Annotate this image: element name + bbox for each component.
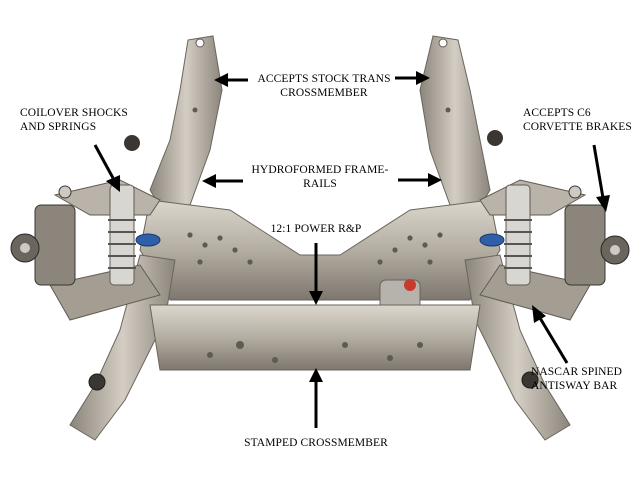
arrow-coilover <box>93 144 120 192</box>
frame-rail-left <box>149 35 223 216</box>
label-power-rp-line1: 12:1 POWER R&P <box>270 223 362 235</box>
label-trans-crossmember-line1: ACCEPTS STOCK TRANS <box>257 73 391 85</box>
label-trans-crossmember: ACCEPTS STOCK TRANS CROSSMEMBER <box>254 72 394 100</box>
label-frame-rails-line2: RAILS <box>303 178 337 190</box>
arrow-brakes <box>592 144 610 212</box>
arrow-frame-right <box>398 173 442 187</box>
suspension-left <box>10 135 161 321</box>
frame-rail-right <box>419 35 491 216</box>
label-antisway-line1: NASCAR SPINED <box>531 366 623 378</box>
arrow-stamped <box>309 368 323 428</box>
label-power-rp: 12:1 POWER R&P <box>256 222 376 236</box>
label-trans-crossmember-line2: CROSSMEMBER <box>280 87 368 99</box>
label-antisway-line2: ANTISWAY BAR <box>531 380 618 392</box>
suspension-right <box>479 130 630 321</box>
label-brakes: ACCEPTS C6 CORVETTE BRAKES <box>523 106 632 134</box>
label-stamped: STAMPED CROSSMEMBER <box>226 436 406 450</box>
label-frame-rails-line1: HYDROFORMED FRAME- <box>251 164 389 176</box>
label-brakes-line1: ACCEPTS C6 <box>523 107 591 119</box>
label-antisway: NASCAR SPINED ANTISWAY BAR <box>531 365 622 393</box>
arrows <box>93 71 610 428</box>
arrow-frame-left <box>202 174 243 188</box>
stamped-crossmember <box>149 304 481 371</box>
arrow-power-rp <box>309 243 323 305</box>
lower-rail-left <box>69 254 176 441</box>
label-coilover-line2: AND SPRINGS <box>20 121 97 133</box>
label-coilover-line1: COILOVER SHOCKS <box>20 107 128 119</box>
label-brakes-line2: CORVETTE BRAKES <box>523 121 632 133</box>
arrow-antisway <box>532 305 569 364</box>
arrow-trans-right <box>395 71 430 85</box>
label-coilover: COILOVER SHOCKS AND SPRINGS <box>20 106 128 134</box>
arrow-trans-left <box>214 73 248 87</box>
k-member-body <box>139 199 501 301</box>
label-frame-rails: HYDROFORMED FRAME- RAILS <box>246 163 394 191</box>
label-stamped-line1: STAMPED CROSSMEMBER <box>244 437 388 449</box>
lower-rail-right <box>464 254 571 441</box>
